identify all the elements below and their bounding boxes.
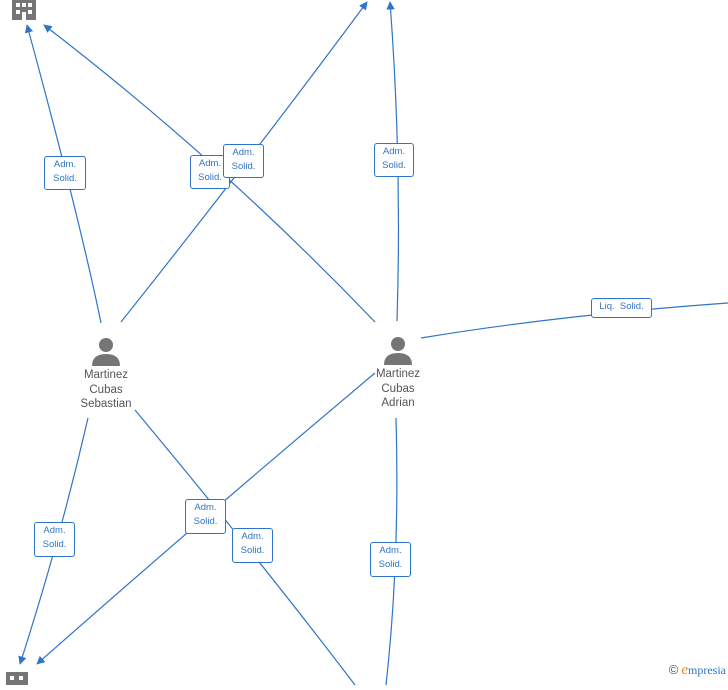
edge-label-line-1: Adm. [241, 531, 264, 542]
edge-label-line-1: Adm. [198, 158, 222, 169]
edge-label-sebastian-top-center[interactable]: Adm. Solid. [223, 144, 264, 178]
edge-label-line-1: Adm. [232, 147, 255, 158]
company-top-left[interactable] [10, 0, 38, 25]
brand-logo-initial: e [681, 662, 688, 678]
person-name-line-3: Sebastian [80, 398, 132, 410]
edge-label-adrian-bottom[interactable]: Adm. Solid. [370, 542, 411, 577]
brand-logo-text: mpresia [688, 663, 726, 677]
edge-label-sebastian-top-left[interactable]: Adm. Solid. [44, 156, 86, 190]
person-name-line-1: Martinez [375, 368, 421, 380]
building-icon [6, 672, 28, 685]
building-icon [12, 0, 36, 20]
person-icon [92, 338, 120, 366]
person-icon [384, 337, 412, 365]
edge-adrian-company-right[interactable] [420, 302, 728, 339]
edge-label-line-2: Solid. [42, 539, 67, 550]
edge-label-line-2: Solid. [198, 172, 222, 183]
edge-label-line-2: Solid. [382, 160, 406, 171]
company-bottom-left[interactable] [5, 672, 29, 690]
person-name-line-2: Cubas [381, 382, 415, 395]
edge-label-line-1: Adm. [194, 502, 217, 513]
edge-label-line-2: Solid. [193, 516, 218, 527]
person-name-line-2: Cubas [89, 383, 123, 396]
edge-label-sebastian-bottom[interactable]: Adm. Solid. [232, 528, 273, 563]
edge-label-line-1: Adm. [43, 525, 66, 536]
edge-label-line-2: Solid. [378, 559, 403, 570]
edge-label-line-2: Solid. [240, 545, 265, 556]
edge-label-adrian-right[interactable]: Liq. Solid. [591, 298, 652, 318]
brand-footer: ©empresia [669, 662, 726, 679]
edge-label-adrian-top-right[interactable]: Adm. Solid. [374, 143, 414, 177]
copyright-symbol: © [668, 662, 679, 677]
edge-sebastian-company-top-left[interactable] [24, 24, 102, 324]
person-name-line-3: Adrian [381, 397, 415, 409]
person-name-line-1: Martinez [83, 369, 129, 381]
edge-label-sebastian-bottom-left[interactable]: Adm. Solid. [34, 522, 75, 557]
edge-label-line-2: Solid. [231, 161, 256, 172]
person-node-adrian[interactable]: Martinez Cubas Adrian [358, 335, 438, 411]
edge-label-line-1: Adm. [379, 545, 402, 556]
edge-label-line-1: Adm. [382, 146, 406, 157]
edge-label-line-2: Solid. [53, 173, 77, 184]
edge-label-adrian-bottom-left[interactable]: Adm. Solid. [185, 499, 226, 534]
edge-label-line-1: Adm. [53, 159, 77, 170]
edge-label-line-1: Liq. Solid. [599, 301, 644, 312]
person-node-sebastian[interactable]: Martinez Cubas Sebastian [66, 336, 146, 412]
